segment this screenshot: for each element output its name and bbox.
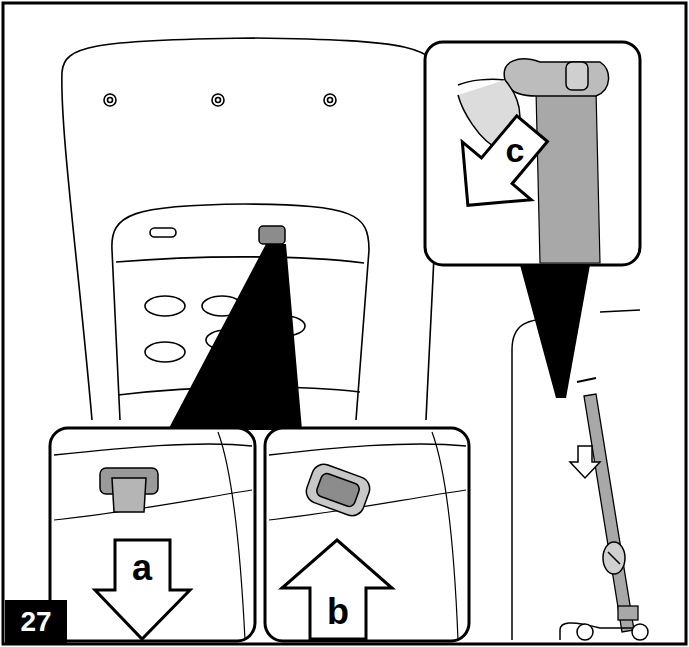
figure-number: 27 bbox=[20, 608, 51, 636]
inset-c bbox=[425, 42, 640, 265]
inset-b bbox=[265, 428, 469, 641]
inset-a bbox=[50, 428, 255, 641]
strap-tab bbox=[259, 226, 285, 244]
step-letter: b bbox=[327, 594, 349, 630]
step-arrow: b bbox=[282, 540, 392, 640]
seat-side bbox=[512, 310, 648, 640]
arrow-outline bbox=[440, 112, 560, 222]
step-arrow: c bbox=[440, 112, 560, 222]
callout-wedge bbox=[168, 244, 302, 430]
step-letter: a bbox=[132, 550, 152, 586]
figure-number: 27 bbox=[5, 600, 67, 643]
callout-wedge bbox=[520, 265, 590, 398]
step-arrow: a bbox=[95, 540, 191, 640]
step-letter: c bbox=[506, 133, 525, 167]
frame bbox=[3, 3, 686, 644]
